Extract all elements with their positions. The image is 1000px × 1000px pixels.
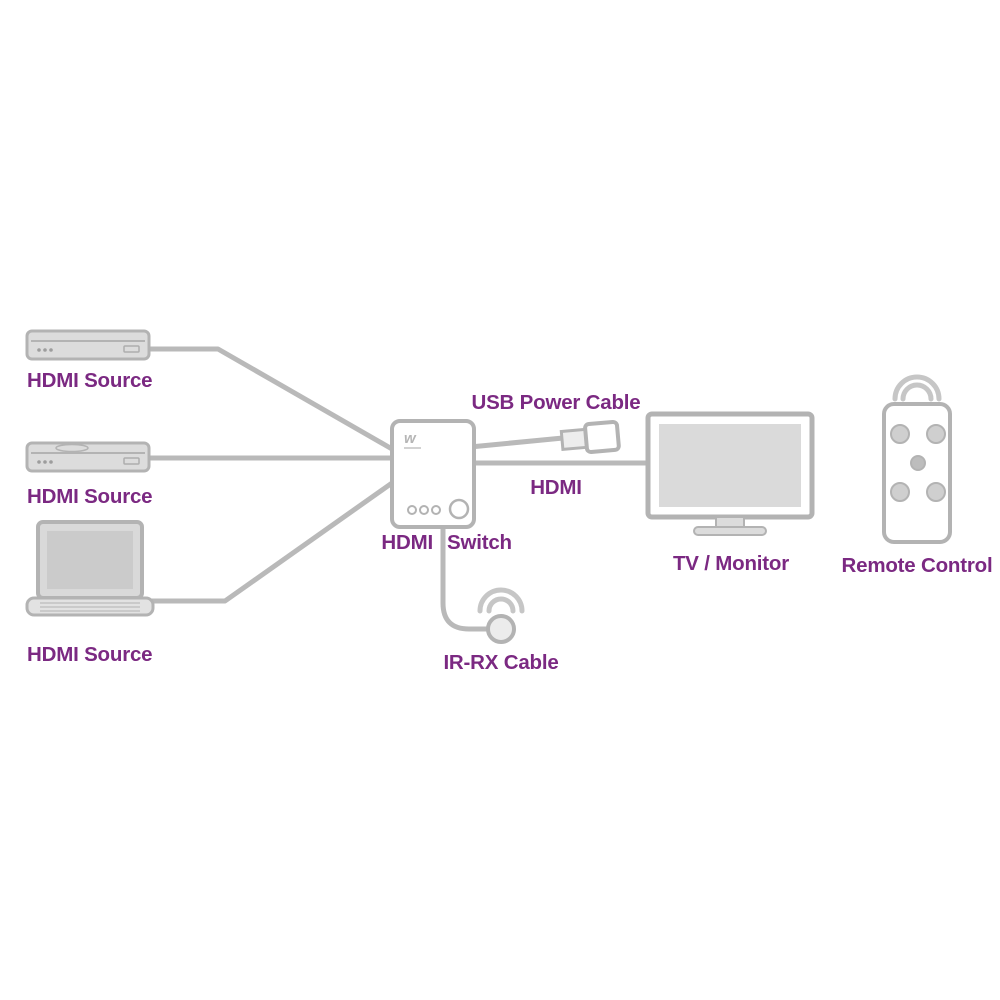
- label-hdmi-cable: HDMI: [530, 476, 582, 499]
- usb-plug-body: [583, 419, 621, 454]
- switch-select-button: [448, 498, 470, 520]
- hdmi-source-1-player-icon: [25, 329, 151, 361]
- switch-logo-underline: [404, 447, 421, 449]
- tv-stand-base: [693, 526, 767, 536]
- label-switch-name: Switch: [447, 531, 512, 554]
- player2-display: [123, 457, 140, 465]
- player1-led: [43, 348, 47, 352]
- label-hdmi-source-1: HDMI Source: [27, 369, 153, 392]
- label-usb-power-cable: USB Power Cable: [471, 391, 641, 414]
- connector-lines: [145, 346, 653, 632]
- remote-body: [882, 402, 952, 544]
- hdmi-source-2-player-icon: [25, 441, 151, 473]
- player1-led: [49, 348, 53, 352]
- ir-receiver-eye: [486, 614, 516, 644]
- remote-button: [890, 424, 910, 444]
- label-hdmi-source-2: HDMI Source: [27, 485, 153, 508]
- player2-disc: [55, 443, 89, 453]
- player2-led: [37, 460, 41, 464]
- remote-button: [910, 455, 926, 471]
- remote-button: [926, 482, 946, 502]
- ir-receiver-icon: [477, 587, 525, 644]
- label-tv-monitor: TV / Monitor: [672, 552, 790, 575]
- switch-port-dot: [407, 505, 417, 515]
- player1-led: [37, 348, 41, 352]
- label-remote-control: Remote Control: [841, 554, 993, 577]
- label-ir-rx-cable: IR-RX Cable: [443, 651, 559, 674]
- label-switch-hdmi: HDMI: [381, 531, 433, 554]
- player1-display: [123, 345, 140, 353]
- player2-led: [49, 460, 53, 464]
- remote-button: [926, 424, 946, 444]
- tv-icon: [645, 411, 815, 536]
- ir-cable-line: [440, 522, 492, 632]
- usb-plug-metal: [559, 427, 589, 452]
- label-hdmi-source-3: HDMI Source: [27, 643, 153, 666]
- player1-body: [25, 329, 151, 361]
- remote-button: [890, 482, 910, 502]
- cable-source3-to-switch: [149, 480, 395, 604]
- switch-port-dot: [431, 505, 441, 515]
- ir-signal-icon: [477, 587, 525, 614]
- player2-led: [43, 460, 47, 464]
- hdmi-switch-icon: w: [390, 419, 476, 529]
- remote-control-icon: [882, 374, 952, 544]
- remote-signal-icon: [892, 374, 942, 402]
- switch-port-dot: [419, 505, 429, 515]
- tv-screen: [659, 424, 801, 507]
- ewent-logo: w: [404, 430, 417, 447]
- usb-plug-icon: [559, 419, 621, 454]
- usb-cable-line: [467, 435, 566, 450]
- cable-source1-to-switch: [145, 346, 395, 452]
- laptop-screen: [47, 531, 133, 589]
- laptop-keyboard-lines: [40, 602, 140, 612]
- hdmi-source-3-laptop-icon: [25, 520, 155, 617]
